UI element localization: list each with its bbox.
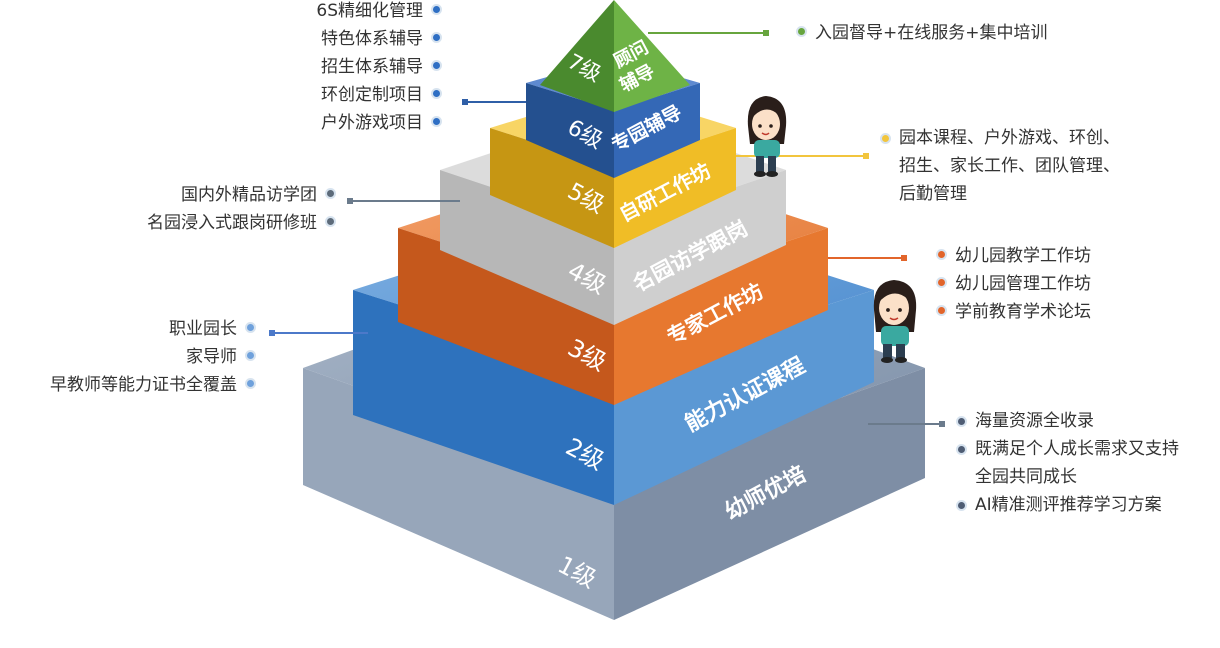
list-item: 家导师 <box>50 343 256 371</box>
bullet-dot-icon <box>880 133 891 144</box>
list-item: 学前教育学术论坛 <box>936 298 1091 326</box>
bullet-dot-icon <box>431 115 442 127</box>
list-item: 名园浸入式跟岗研修班 <box>147 209 336 237</box>
bullet-dot-icon <box>956 444 967 455</box>
list-item: 国内外精品访学团 <box>147 181 336 209</box>
connector-level2 <box>269 330 368 336</box>
list-item: AI精准测评推荐学习方案 <box>956 491 1179 519</box>
bullet-dot-icon <box>245 321 256 333</box>
list-item: 6S精细化管理 <box>316 0 442 25</box>
bullet-dot-icon <box>431 59 442 71</box>
list-item: 海量资源全收录 <box>956 407 1179 435</box>
bullet-dot-icon <box>245 349 256 361</box>
bullet-dot-icon <box>956 500 967 511</box>
connector-level1 <box>868 421 945 427</box>
list-item: 既满足个人成长需求又支持 <box>956 435 1179 463</box>
bullet-dot-icon <box>936 248 947 260</box>
list-item: 幼儿园管理工作坊 <box>936 270 1091 298</box>
list-item: 招生体系辅导 <box>316 53 442 81</box>
connector-level3 <box>828 255 907 261</box>
list-item: 幼儿园教学工作坊 <box>936 242 1091 270</box>
bullet-dot-icon <box>431 87 442 99</box>
level6-annotation-list: 6S精细化管理 特色体系辅导 招生体系辅导 环创定制项目 户外游戏项目 <box>316 0 442 137</box>
bullet-dot-icon <box>956 416 967 427</box>
bullet-dot-icon <box>796 25 807 37</box>
girl-illustration-lower <box>873 280 917 363</box>
bullet-dot-icon <box>325 215 336 227</box>
bullet-dot-icon <box>431 3 442 15</box>
list-item: 户外游戏项目 <box>316 109 442 137</box>
bullet-dot-icon <box>936 276 947 288</box>
level3-annotation-list: 幼儿园教学工作坊 幼儿园管理工作坊 学前教育学术论坛 <box>936 242 1091 326</box>
bullet-dot-icon <box>431 31 442 43</box>
level4-annotation-list: 国内外精品访学团 名园浸入式跟岗研修班 <box>147 181 336 237</box>
list-item: 早教师等能力证书全覆盖 <box>50 371 256 399</box>
list-item: 特色体系辅导 <box>316 25 442 53</box>
level2-annotation-list: 职业园长 家导师 早教师等能力证书全覆盖 <box>50 315 256 399</box>
list-item: 环创定制项目 <box>316 81 442 109</box>
level1-annotation-list: 海量资源全收录 既满足个人成长需求又支持 全园共同成长 AI精准测评推荐学习方案 <box>956 407 1179 519</box>
bullet-dot-icon <box>245 377 256 389</box>
girl-illustration-upper <box>747 96 787 177</box>
bullet-dot-icon <box>325 187 336 199</box>
level7-annotation: 入园督导+在线服务+集中培训 <box>796 19 1048 47</box>
bullet-dot-icon <box>936 304 947 316</box>
connector-level7 <box>648 30 769 36</box>
list-item: 职业园长 <box>50 315 256 343</box>
connector-level4 <box>347 198 460 204</box>
connector-level6 <box>462 99 526 105</box>
level5-annotation: 园本课程、户外游戏、环创、 招生、家长工作、团队管理、 后勤管理 <box>880 124 1120 208</box>
level-7-block <box>540 0 690 112</box>
